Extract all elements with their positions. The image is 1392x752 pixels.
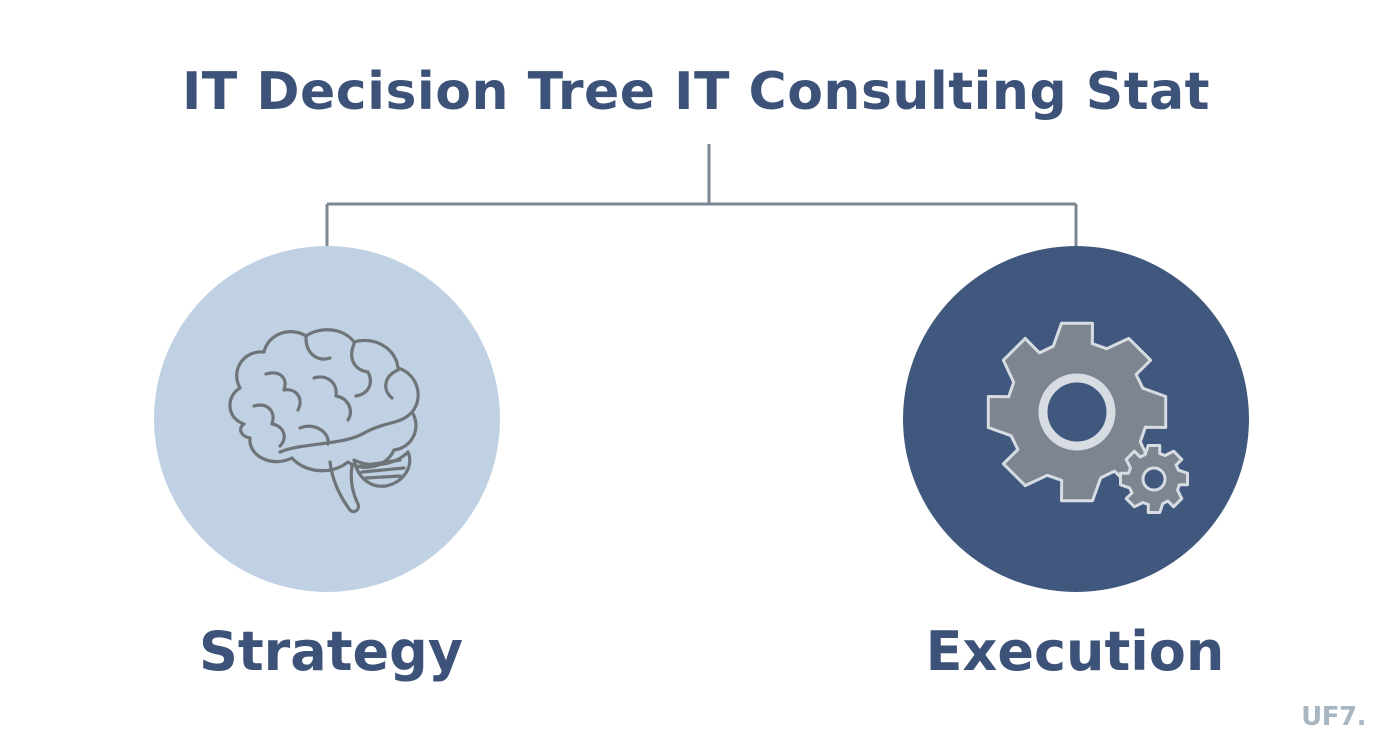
large-gear-hole xyxy=(1038,373,1116,451)
gears-icon xyxy=(986,321,1189,514)
brand-logo: UF7. xyxy=(1301,702,1366,732)
small-gear-icon xyxy=(1119,444,1189,514)
strategy-label: Strategy xyxy=(198,620,464,683)
diagram-title: IT Decision Tree IT Consulting Stat xyxy=(181,62,1211,122)
brain-icon xyxy=(228,328,420,514)
strategy-node-circle xyxy=(154,246,500,592)
execution-label: Execution xyxy=(925,620,1225,683)
execution-node-circle xyxy=(903,246,1249,592)
